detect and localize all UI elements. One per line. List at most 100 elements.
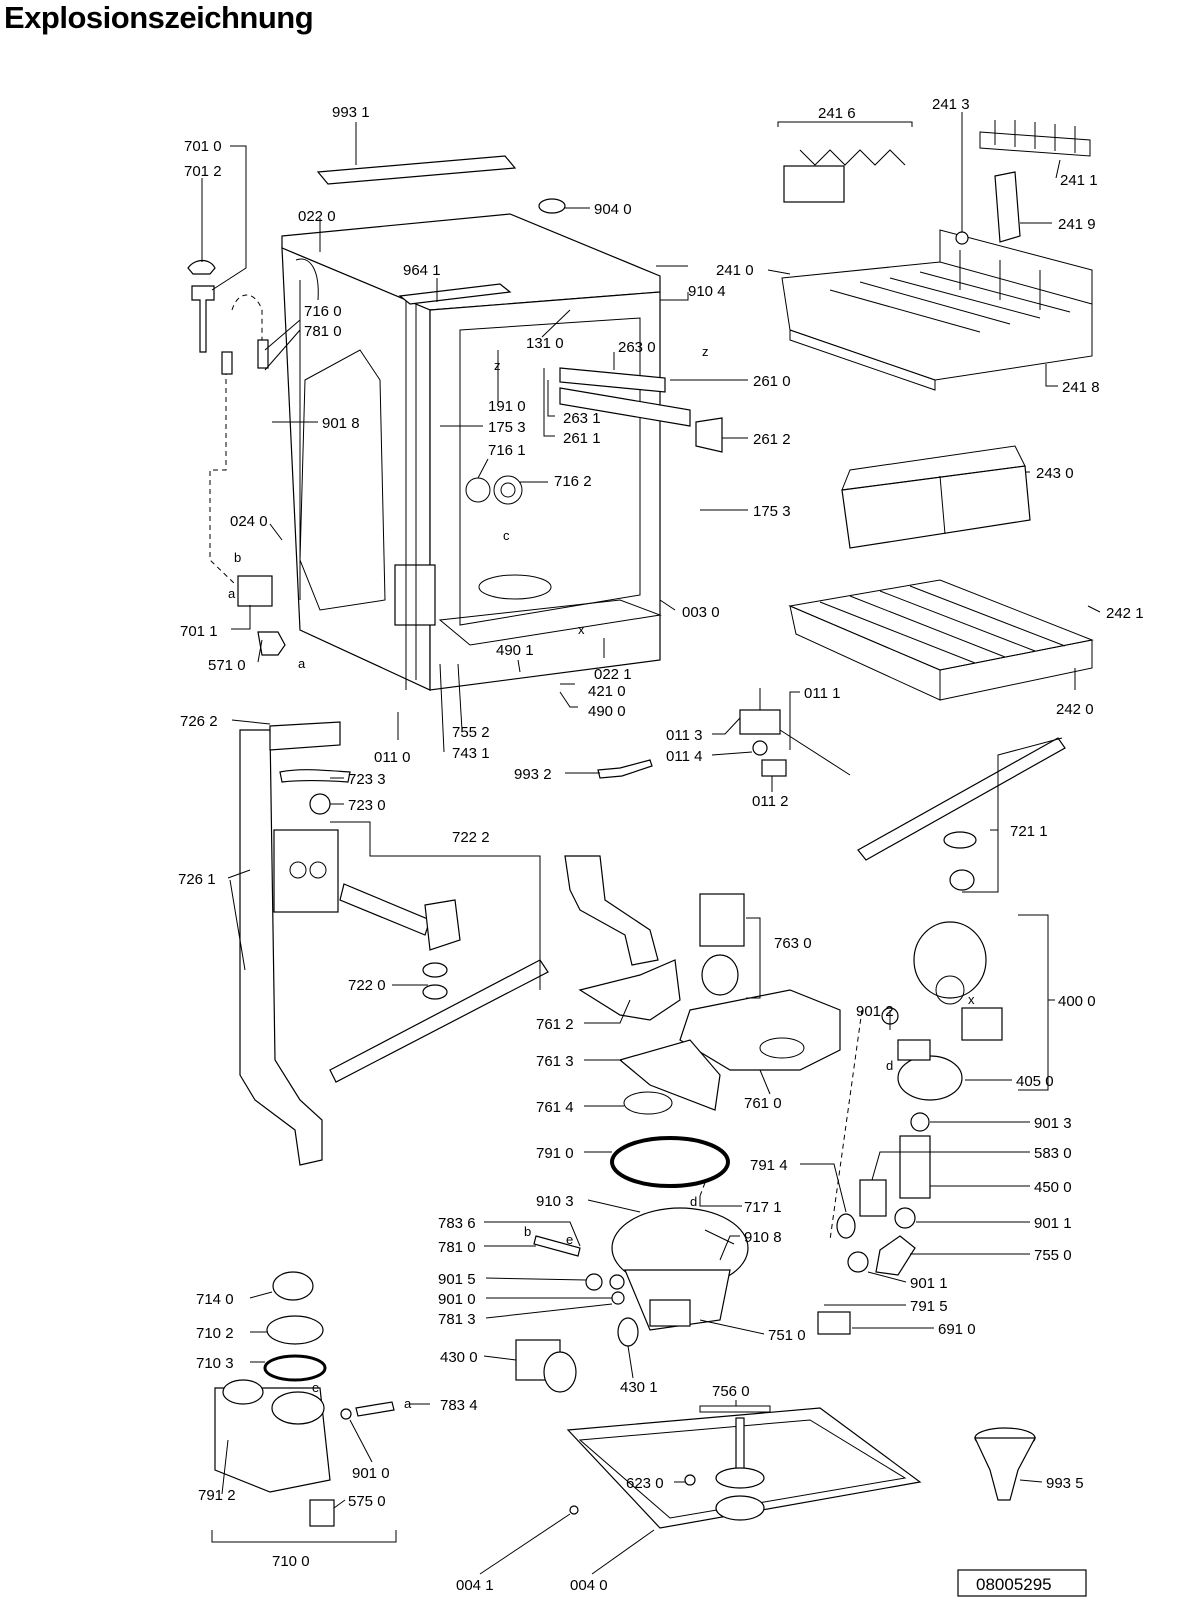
cutlery-basket — [841, 465, 1031, 549]
part-label: 763 0 — [774, 935, 812, 952]
spring-part-2 — [257, 339, 269, 369]
top-insulation-strip — [316, 155, 517, 185]
pump-motor — [913, 921, 987, 999]
part-label: 710 0 — [272, 1553, 310, 1570]
upper-spray-arm — [857, 737, 1066, 861]
part-label: 263 0 — [618, 339, 656, 356]
hose-connector — [859, 1179, 887, 1217]
part-label: 241 0 — [716, 262, 754, 279]
part-label: 623 0 — [626, 1475, 664, 1492]
part-label: 723 0 — [348, 797, 386, 814]
part-label: 783 6 — [438, 1215, 476, 1232]
part-label: 901 1 — [910, 1275, 948, 1292]
part-label: 261 0 — [753, 373, 791, 390]
part-label: 726 1 — [178, 871, 216, 888]
part-label: 131 0 — [526, 335, 564, 352]
part-label: 701 2 — [184, 163, 222, 180]
spray-arm-upper — [269, 721, 341, 751]
level-switch — [309, 1499, 335, 1527]
part-label: 022 0 — [298, 208, 336, 225]
arm-hub-2 — [949, 869, 975, 891]
part-label: 904 0 — [594, 201, 632, 218]
funnel-body — [974, 1437, 1036, 1501]
part-number-labels: 993 1 701 0 701 2 904 0 022 0 964 1 910 … — [178, 96, 1144, 1594]
part-label: 191 0 — [488, 398, 526, 415]
part-label: 901 5 — [438, 1271, 476, 1288]
part-label: 791 0 — [536, 1145, 574, 1162]
connection-marker: z — [702, 344, 709, 359]
part-label: 901 1 — [1034, 1215, 1072, 1232]
part-label: 964 1 — [403, 262, 441, 279]
seal-ring — [623, 1091, 673, 1115]
part-label: 791 5 — [910, 1298, 948, 1315]
part-drawings — [187, 120, 1094, 1529]
document-number-text: 08005295 — [976, 1575, 1052, 1594]
part-label: 901 2 — [856, 1003, 894, 1020]
pressure-switch — [257, 631, 286, 656]
part-label: 701 0 — [184, 138, 222, 155]
part-label: 575 0 — [348, 1493, 386, 1510]
part-label: 242 1 — [1106, 605, 1144, 622]
small-screw — [684, 1474, 696, 1486]
part-label: 571 0 — [208, 657, 246, 674]
part-label: 751 0 — [768, 1327, 806, 1344]
cap-part — [538, 198, 566, 214]
part-label: 490 1 — [496, 642, 534, 659]
part-label: 175 3 — [488, 419, 526, 436]
part-label: 701 1 — [180, 623, 218, 640]
spray-tube — [339, 883, 431, 936]
cup-rack-bracket-2 — [783, 165, 845, 203]
elbow-hose — [875, 1235, 916, 1276]
hose-clip — [237, 575, 273, 607]
fine-filter — [699, 893, 745, 947]
part-label: 003 0 — [682, 604, 720, 621]
part-label: 761 4 — [536, 1099, 574, 1116]
softener-pin — [355, 1401, 395, 1417]
part-label: 710 2 — [196, 1325, 234, 1342]
part-label: 421 0 — [588, 683, 626, 700]
part-label: 011 0 — [374, 749, 410, 766]
middle-duct — [564, 855, 659, 966]
part-label: 400 0 — [1058, 993, 1096, 1010]
lower-spray-arm — [329, 959, 549, 1083]
part-label: 755 2 — [452, 724, 490, 741]
connection-marker: d — [886, 1058, 893, 1073]
washer-small — [340, 1408, 352, 1420]
part-label: 781 3 — [438, 1311, 476, 1328]
heater-pin — [533, 1235, 581, 1257]
connection-marker: z — [494, 358, 501, 373]
part-label: 716 2 — [554, 473, 592, 490]
rail-bracket — [739, 709, 781, 735]
pump-bracket — [961, 1007, 1003, 1041]
part-label: 761 3 — [536, 1053, 574, 1070]
fill-valve-cap — [187, 259, 216, 275]
o-ring-small — [263, 1354, 327, 1382]
part-label: 241 6 — [818, 105, 856, 122]
connection-markers: b a a c x z z x d d e b e a — [228, 344, 975, 1411]
part-label: 993 5 — [1046, 1475, 1084, 1492]
hose-dashed-2 — [231, 294, 263, 345]
part-label: 717 1 — [744, 1199, 782, 1216]
part-label: 263 1 — [563, 410, 601, 427]
part-label: 011 3 — [666, 727, 702, 744]
part-label: 716 0 — [304, 303, 342, 320]
part-label: 901 3 — [1034, 1115, 1072, 1132]
document-number: 08005295 — [957, 1569, 1087, 1597]
part-label: 714 0 — [196, 1291, 234, 1308]
connection-marker: e — [566, 1232, 573, 1247]
part-label: 242 0 — [1056, 701, 1094, 718]
part-label: 781 0 — [304, 323, 342, 340]
micro-filter — [701, 954, 739, 996]
part-label: 450 0 — [1034, 1179, 1072, 1196]
part-label: 004 1 — [456, 1577, 494, 1594]
lower-basket — [788, 579, 1094, 701]
connection-marker: e — [312, 1380, 319, 1395]
part-label: 175 3 — [753, 503, 791, 520]
part-label: 583 0 — [1034, 1145, 1072, 1162]
part-label: 241 3 — [932, 96, 970, 113]
nut-part — [309, 793, 331, 815]
part-label: 261 1 — [563, 430, 601, 447]
tray-screw — [569, 1505, 579, 1515]
upper-basket — [781, 229, 1093, 391]
